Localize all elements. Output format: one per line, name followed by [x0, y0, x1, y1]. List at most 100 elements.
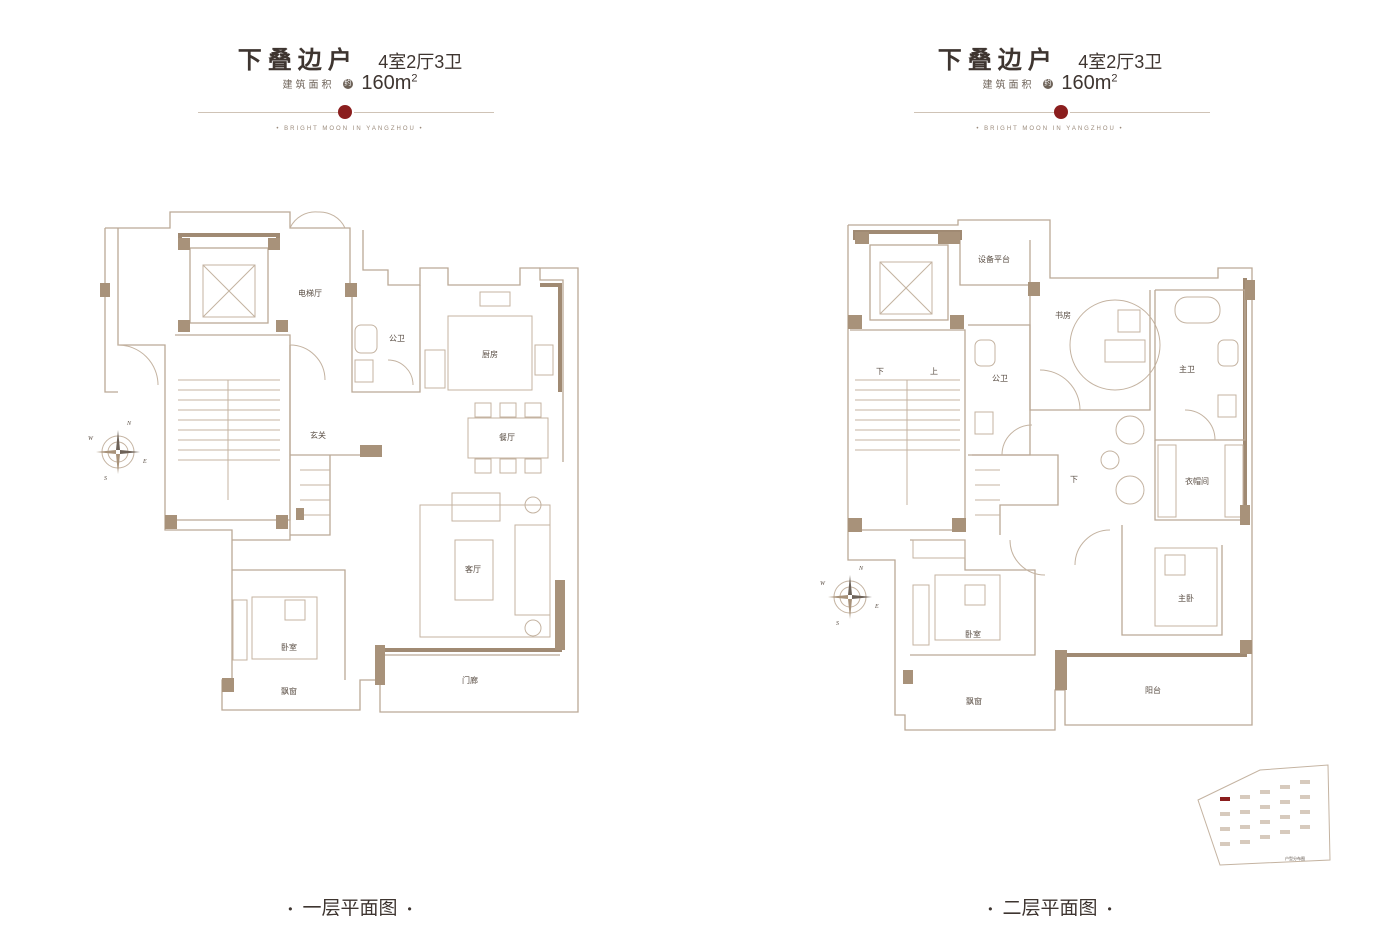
compass-w: W — [88, 436, 94, 442]
closet-rack — [1224, 444, 1244, 518]
wall — [232, 569, 346, 680]
wall — [117, 228, 579, 713]
sink — [479, 291, 511, 307]
site-minimap: 户型分布图 — [1197, 764, 1331, 866]
wall — [847, 219, 1253, 731]
room-label-elevator-hall: 电梯厅 — [298, 288, 322, 298]
dining-chairs — [474, 402, 542, 474]
room-label-bay-window: 飘窗 — [966, 696, 982, 706]
room-label-foyer: 玄关 — [310, 430, 326, 440]
wall — [959, 240, 1031, 286]
area-number: 160m — [1061, 72, 1112, 94]
room-label-closet: 衣帽间 — [1185, 476, 1209, 486]
wall — [105, 211, 351, 285]
unit-layout: 4室2厅3卫 — [378, 52, 463, 72]
area-row: 建筑面积 约 160m2 — [700, 72, 1400, 95]
minimap-label: 户型分布图 — [1285, 855, 1305, 861]
elevator-car — [879, 261, 933, 315]
basin — [974, 411, 994, 435]
pillow — [284, 599, 306, 621]
floor-plan-panel-2: 下叠边户 4室2厅3卫 建筑面积 约 160m2 • BRIGHT MOON I… — [700, 0, 1400, 933]
fridge — [424, 349, 446, 389]
toilet — [354, 324, 378, 354]
elevator-car — [202, 264, 256, 318]
site-outline — [1197, 764, 1331, 866]
caption-text: 二层平面图 — [1002, 898, 1098, 919]
study-desk — [1104, 339, 1146, 363]
area-approx-mark: 约 — [342, 78, 353, 89]
closet-rack — [1157, 444, 1177, 518]
lounge-chair — [1115, 415, 1145, 445]
wall — [968, 324, 1031, 456]
area-unit-sup: 2 — [1111, 72, 1118, 85]
basin — [1217, 394, 1237, 418]
room-label-bedroom: 卧室 — [281, 642, 297, 652]
compass-s: S — [104, 476, 107, 482]
sofa — [514, 524, 551, 616]
wall — [1154, 440, 1245, 521]
bed — [934, 574, 1001, 641]
wall-thick — [1060, 640, 1247, 690]
stair-treads — [178, 379, 280, 500]
inner-stair — [972, 454, 1059, 535]
side-table — [1100, 450, 1120, 470]
unit-title: 下叠边户 — [237, 47, 358, 74]
study-chair — [1117, 309, 1141, 333]
pillow — [1164, 554, 1186, 576]
bathtub — [1174, 296, 1221, 324]
area-unit-sup: 2 — [411, 72, 418, 85]
elevator-shaft — [869, 244, 949, 321]
wardrobe — [912, 584, 930, 646]
plan-caption: •二层平面图• — [700, 893, 1400, 920]
room-label-living: 客厅 — [465, 564, 481, 574]
plan-caption: •一层平面图• — [0, 893, 700, 920]
room-label-dining: 餐厅 — [499, 433, 515, 442]
room-label-balcony: 阳台 — [1145, 685, 1161, 695]
wall-thick — [540, 283, 562, 392]
cooktop — [534, 344, 554, 376]
compass-w: W — [820, 581, 826, 587]
wall — [1154, 289, 1246, 441]
stair-treads — [855, 379, 960, 505]
brand-seal-icon — [1054, 105, 1068, 119]
inner-stair — [290, 455, 331, 536]
unit-marker — [1220, 797, 1230, 801]
brand-slogan: • BRIGHT MOON IN YANGZHOU • — [976, 126, 1124, 132]
lamp — [524, 619, 542, 637]
area-value: 160m2 — [361, 72, 417, 94]
elevator-cross — [879, 261, 933, 315]
room-label-master-bedroom: 主卧 — [1178, 593, 1194, 603]
wall — [351, 285, 421, 393]
caption-dot: • — [288, 901, 293, 916]
room-label-equipment: 设备平台 — [978, 254, 1010, 264]
floor-plan-panel-1: 下叠边户 4室2厅3卫 建筑面积 约 160m2 • BRIGHT MOON I… — [0, 47, 700, 920]
caption-dot: • — [1107, 901, 1112, 916]
room-label-kitchen: 厨房 — [482, 349, 498, 359]
door-arc — [387, 359, 414, 386]
caption-dot: • — [407, 901, 412, 916]
room-label-master-bath: 主卫 — [1179, 364, 1195, 374]
wall — [1121, 525, 1223, 636]
elevator-shaft — [189, 247, 269, 324]
wall — [362, 230, 540, 286]
wall — [232, 345, 291, 541]
room-label-study: 书房 — [1055, 310, 1071, 320]
door-arc — [317, 211, 346, 229]
lamp — [524, 496, 542, 514]
stair-label-up: 上 — [930, 367, 938, 376]
brand-seal-icon — [338, 105, 352, 119]
area-number: 160m — [361, 72, 412, 94]
structural-columns — [848, 232, 1255, 690]
wall — [104, 228, 118, 393]
door-arc — [289, 211, 319, 229]
compass-e: E — [874, 604, 879, 610]
room-label-entrance: 门廊 — [462, 675, 478, 685]
wall-thick — [178, 233, 280, 246]
stair-label-down: 下 — [876, 367, 884, 376]
divider-line — [198, 112, 338, 113]
closet-rack — [912, 539, 966, 559]
compass-s: S — [836, 621, 839, 627]
divider-line — [1070, 112, 1210, 113]
area-approx-mark: 约 — [1042, 78, 1053, 89]
lounge-chair — [1115, 475, 1145, 505]
